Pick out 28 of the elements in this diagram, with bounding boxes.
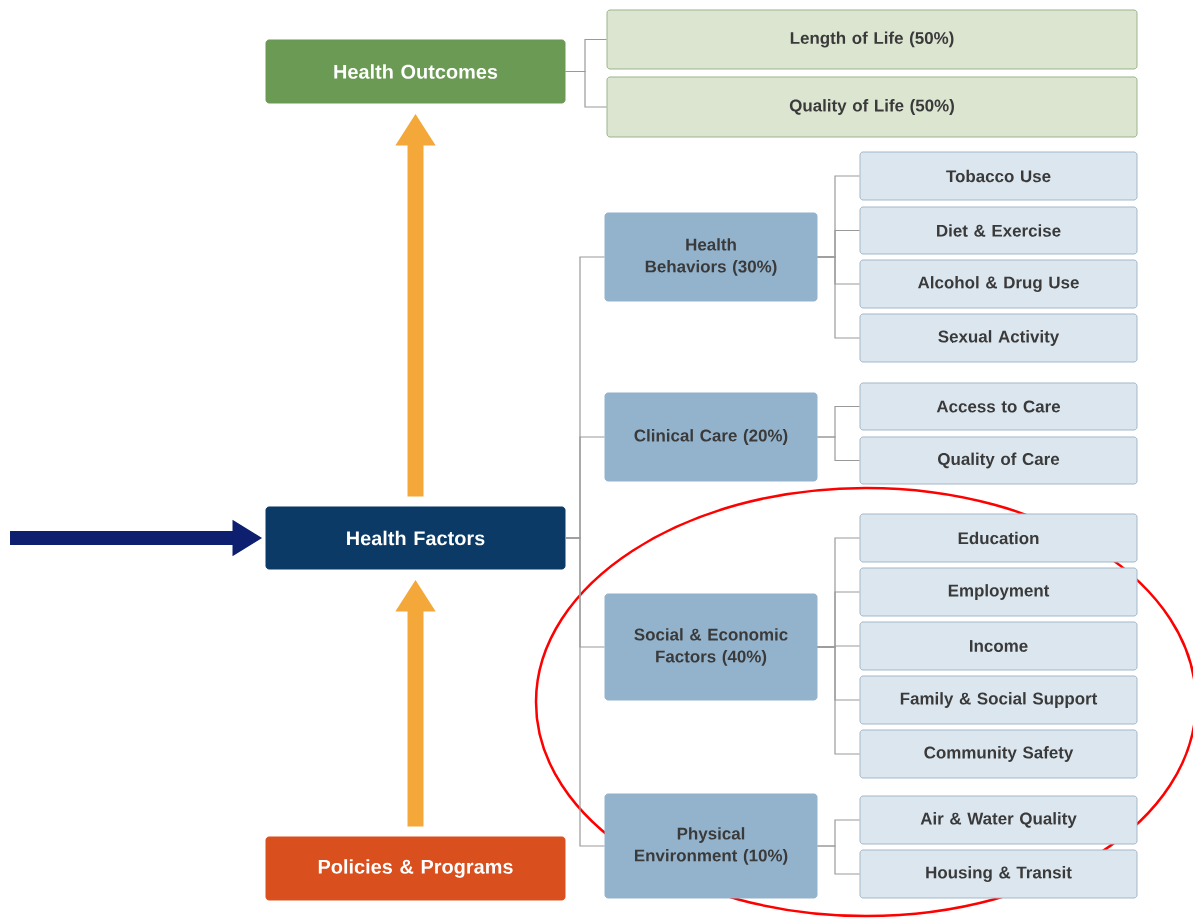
item-box: Income	[859, 621, 1138, 671]
connector-line	[816, 436, 861, 462]
item-box: Education	[859, 513, 1138, 563]
connector-line	[816, 646, 861, 755]
item-box: Housing & Transit	[859, 849, 1138, 899]
item-box: Access to Care	[859, 382, 1138, 431]
category-box: Health Outcomes	[265, 39, 566, 104]
factor-box: Physical Environment (10%)	[604, 793, 818, 899]
item-box: Quality of Life (50%)	[606, 76, 1138, 138]
item-box: Community Safety	[859, 729, 1138, 779]
factor-box: Clinical Care (20%)	[604, 392, 818, 482]
item-box: Employment	[859, 567, 1138, 617]
item-box: Quality of Care	[859, 436, 1138, 485]
factor-box: Social & Economic Factors (40%)	[604, 593, 818, 701]
item-box: Air & Water Quality	[859, 795, 1138, 845]
item-box: Diet & Exercise	[859, 206, 1138, 255]
item-box: Length of Life (50%)	[606, 9, 1138, 70]
connector-line	[816, 256, 861, 339]
connector-line	[564, 537, 606, 847]
connector-line	[564, 70, 608, 108]
item-box: Alcohol & Drug Use	[859, 259, 1138, 309]
item-box: Family & Social Support	[859, 675, 1138, 725]
item-box: Tobacco Use	[859, 151, 1138, 201]
category-box: Health Factors	[265, 506, 566, 570]
category-box: Policies & Programs	[265, 836, 566, 901]
connector-line	[816, 845, 861, 875]
factor-box: Health Behaviors (30%)	[604, 212, 818, 302]
item-box: Sexual Activity	[859, 313, 1138, 363]
